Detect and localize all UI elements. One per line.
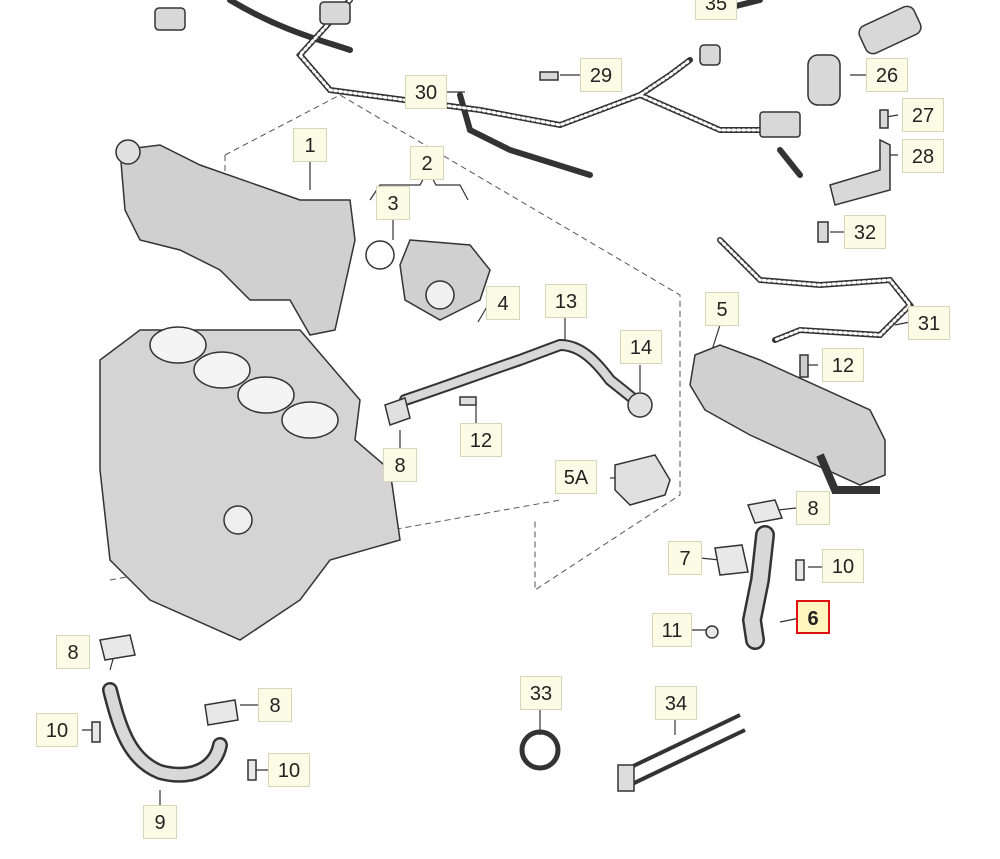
callout-6-highlighted[interactable]: 6 (796, 600, 830, 634)
callout-8-c[interactable]: 8 (56, 635, 90, 669)
callout-34[interactable]: 34 (655, 686, 697, 720)
egr-cooler (689, 344, 886, 494)
callout-33[interactable]: 33 (520, 676, 562, 710)
callout-7[interactable]: 7 (668, 541, 702, 575)
bolt-part (539, 71, 559, 81)
callout-12-a[interactable]: 12 (460, 423, 502, 457)
callout-13[interactable]: 13 (545, 284, 587, 318)
top-components (154, 1, 922, 243)
callout-26[interactable]: 26 (866, 58, 908, 92)
callout-31[interactable]: 31 (908, 306, 950, 340)
callout-8-b[interactable]: 8 (796, 491, 830, 525)
callout-4[interactable]: 4 (486, 286, 520, 320)
pressure-sensor (858, 5, 922, 55)
callout-10-a[interactable]: 10 (822, 549, 864, 583)
solenoid-valve (759, 111, 801, 138)
callout-8-d[interactable]: 8 (258, 688, 292, 722)
clamp-14 (627, 392, 653, 418)
callout-14[interactable]: 14 (620, 330, 662, 364)
valve-part (154, 7, 186, 31)
bolt-part-32 (817, 221, 829, 243)
callout-35-partial[interactable]: 35 (695, 0, 737, 20)
callout-29[interactable]: 29 (580, 58, 622, 92)
bolt-10-right (795, 559, 805, 581)
callout-9[interactable]: 9 (143, 805, 177, 839)
callout-12-b[interactable]: 12 (822, 348, 864, 382)
bolt-10-a (91, 721, 101, 743)
callout-5a[interactable]: 5A (555, 460, 597, 494)
callout-32[interactable]: 32 (844, 215, 886, 249)
hose-texture (297, 0, 913, 342)
vacuum-reservoir (807, 54, 841, 106)
bolt-part-27 (879, 109, 889, 129)
callout-30[interactable]: 30 (405, 75, 447, 109)
bolt-12 (459, 396, 477, 406)
gasket-8-cooler (746, 499, 784, 524)
callout-27[interactable]: 27 (902, 98, 944, 132)
gasket-8-lower-right (204, 699, 239, 726)
callout-5[interactable]: 5 (705, 292, 739, 326)
gasket-7 (714, 544, 749, 576)
intake-manifold (115, 139, 356, 336)
tie-strap-34 (617, 713, 746, 792)
callout-1[interactable]: 1 (293, 128, 327, 162)
nut-11 (705, 625, 719, 639)
bracket-part (829, 138, 891, 206)
bolt-10-b (247, 759, 257, 781)
heat-shield-5a (614, 454, 671, 506)
callout-10-b[interactable]: 10 (36, 713, 78, 747)
t-connector (699, 44, 721, 66)
egr-valve (365, 239, 491, 321)
callout-28[interactable]: 28 (902, 139, 944, 173)
gasket-8-left (384, 397, 411, 426)
gasket-8-lower-left (99, 634, 136, 661)
callout-2[interactable]: 2 (410, 146, 444, 180)
callout-11[interactable]: 11 (652, 613, 692, 647)
connector-part (319, 1, 351, 25)
engine-block (99, 326, 401, 641)
callout-8-a[interactable]: 8 (383, 448, 417, 482)
callout-10-c[interactable]: 10 (268, 753, 310, 787)
callout-3[interactable]: 3 (376, 186, 410, 220)
hose-clamp-33 (519, 729, 561, 771)
